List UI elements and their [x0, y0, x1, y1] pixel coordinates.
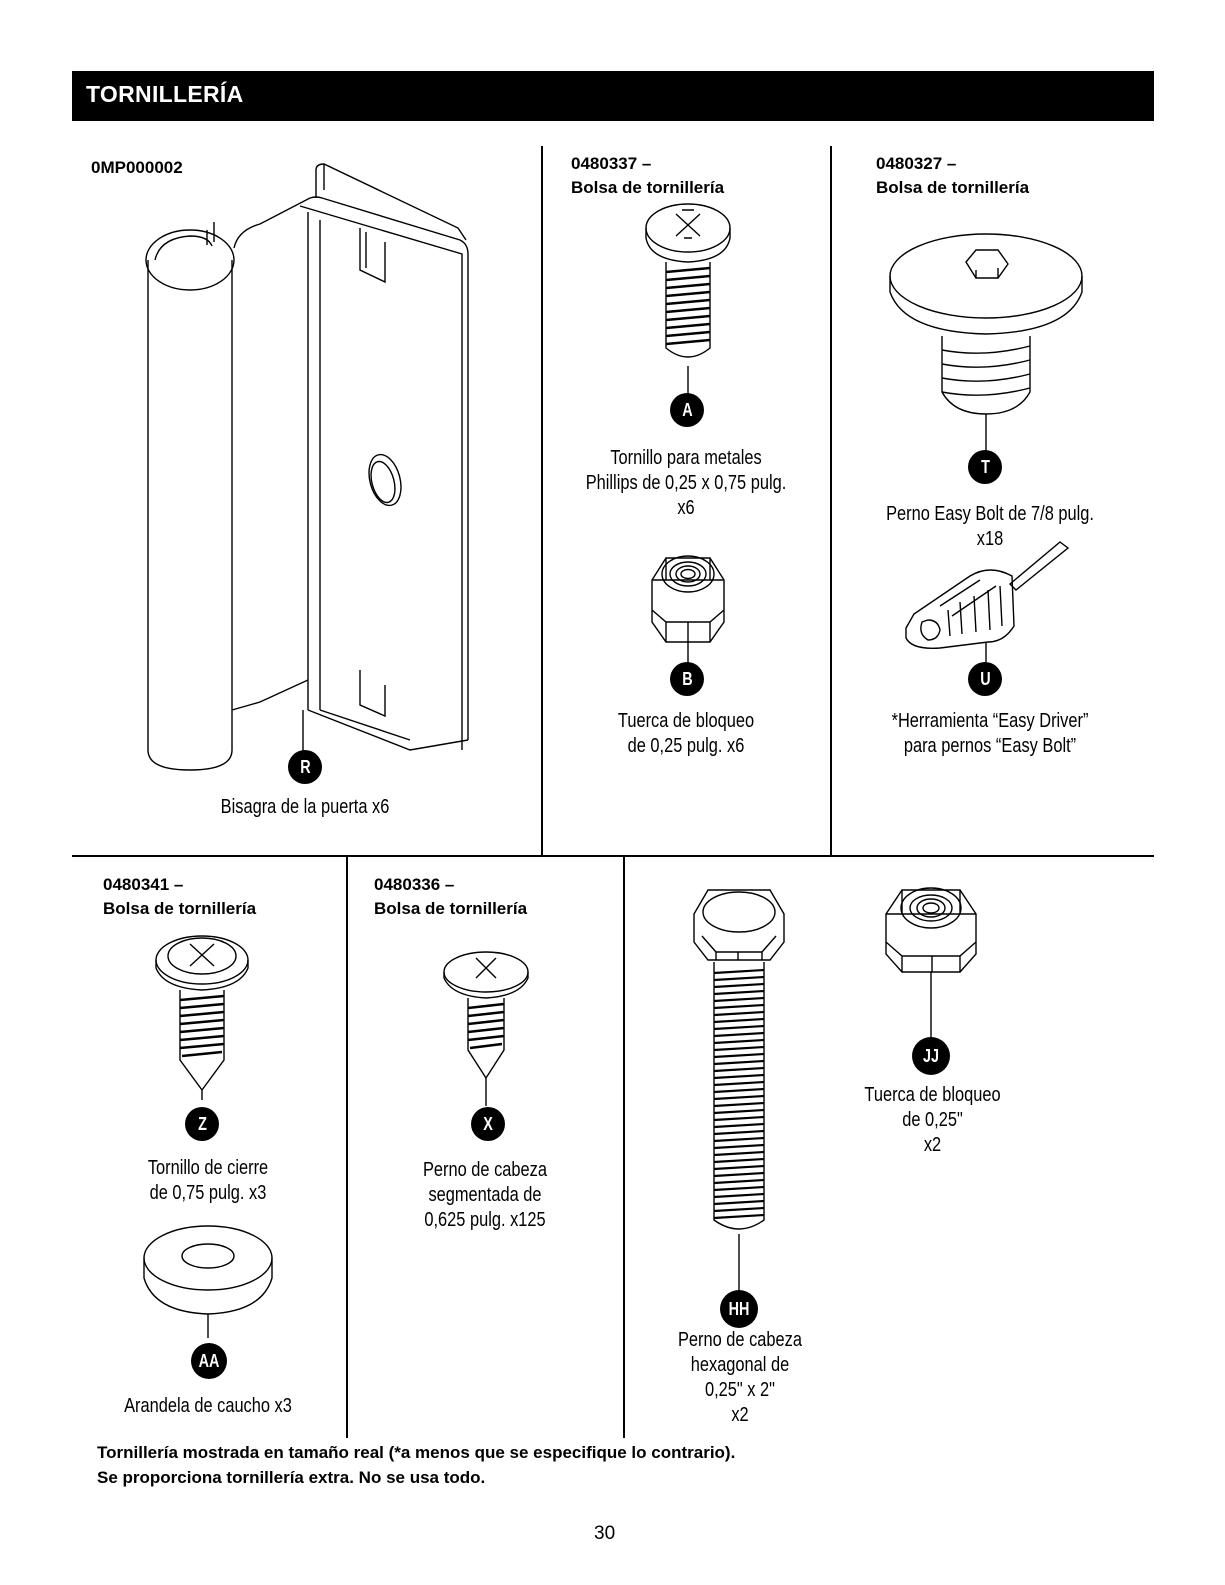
part-number-0480337: 0480337 –: [571, 154, 652, 173]
lock-screw-illustration: [150, 930, 254, 1100]
caption-washer-aa: Arandela de caucho x3: [124, 1395, 292, 1417]
hardware-badge-jj: JJ: [912, 1037, 950, 1075]
caption-screw-a-line-3: x6: [677, 497, 695, 519]
caption-screw-z-line-1: Tornillo de cierre: [147, 1157, 269, 1179]
caption-driver-u-line-2: para pernos “Easy Bolt”: [903, 735, 1077, 757]
caption-screw-a-line-2: Phillips de 0,25 x 0,75 pulg.: [585, 472, 787, 494]
divider-bottom-2: [623, 856, 625, 1438]
caption-nut-jj-line-2: de 0,25": [902, 1109, 963, 1131]
hardware-badge-b: B: [670, 662, 704, 696]
hardware-badge-u: U: [968, 662, 1002, 696]
hardware-badge-r: R: [288, 750, 322, 784]
hardware-badge-t: T: [968, 450, 1002, 484]
part-number-0480341: 0480341 –: [103, 875, 184, 894]
footer-note-line-2: Se proporciona tornillería extra. No se …: [97, 1468, 486, 1487]
section-title: TORNILLERÍA: [86, 81, 244, 107]
divider-top-1: [541, 146, 543, 856]
hardware-badge-aa: AA: [191, 1343, 227, 1379]
bag-label-0480341: Bolsa de tornillería: [103, 899, 257, 918]
caption-bolt-hh-line-3: 0,25" x 2": [704, 1379, 776, 1401]
caption-screw-z-line-2: de 0,75 pulg. x3: [149, 1182, 267, 1204]
machine-screw-illustration: [640, 198, 740, 398]
part-number-0480327: 0480327 –: [876, 154, 957, 173]
door-hinge-illustration: [130, 150, 490, 780]
part-number-hinge: 0MP000002: [91, 158, 183, 177]
section-header-bar: TORNILLERÍA: [72, 71, 1154, 121]
hardware-badge-z: Z: [185, 1107, 219, 1141]
bag-label-0480327: Bolsa de tornillería: [876, 178, 1030, 197]
bag-label-0480336: Bolsa de tornillería: [374, 899, 528, 918]
caption-bolt-t-line-2: x18: [976, 528, 1004, 550]
caption-nut-b-line-1: Tuerca de bloqueo: [617, 710, 755, 732]
lock-nut-illustration: [638, 550, 738, 670]
caption-bolt-hh-line-4: x2: [731, 1404, 749, 1426]
caption-bolt-x-line-2: segmentada de: [428, 1184, 542, 1206]
rubber-washer-illustration: [140, 1220, 280, 1340]
hardware-badge-hh: HH: [720, 1290, 758, 1328]
part-number-0480336: 0480336 –: [374, 875, 455, 894]
caption-bolt-t-line-1: Perno Easy Bolt de 7/8 pulg.: [886, 503, 1094, 525]
hex-head-bolt-illustration: [688, 882, 798, 1302]
caption-screw-a-line-1: Tornillo para metales: [610, 447, 762, 469]
hardware-badge-x: X: [471, 1107, 505, 1141]
divider-top-2: [830, 146, 832, 856]
caption-hinge: Bisagra de la puerta x6: [220, 796, 390, 818]
caption-nut-jj-line-1: Tuerca de bloqueo: [864, 1084, 1001, 1106]
caption-bolt-x-line-1: Perno de cabeza: [422, 1159, 547, 1181]
footer-note-line-1: Tornillería mostrada en tamaño real (*a …: [97, 1443, 736, 1462]
caption-nut-b-line-2: de 0,25 pulg. x6: [627, 735, 745, 757]
easy-driver-tool-illustration: [900, 536, 1080, 666]
easy-bolt-illustration: [884, 232, 1094, 462]
bag-label-0480337: Bolsa de tornillería: [571, 178, 725, 197]
caption-driver-u-line-1: *Herramienta “Easy Driver”: [891, 710, 1089, 732]
segmented-head-bolt-illustration: [440, 948, 536, 1108]
divider-bottom-1: [346, 856, 348, 1438]
caption-bolt-x-line-3: 0,625 pulg. x125: [424, 1209, 546, 1231]
hardware-badge-a: A: [670, 393, 704, 427]
caption-bolt-hh-line-1: Perno de cabeza: [677, 1329, 802, 1351]
page-number: 30: [594, 1523, 616, 1544]
divider-horizontal: [72, 855, 1154, 857]
lock-nut-jj-illustration: [880, 880, 984, 1040]
caption-nut-jj-line-3: x2: [923, 1134, 942, 1156]
caption-bolt-hh-line-2: hexagonal de: [690, 1354, 790, 1376]
